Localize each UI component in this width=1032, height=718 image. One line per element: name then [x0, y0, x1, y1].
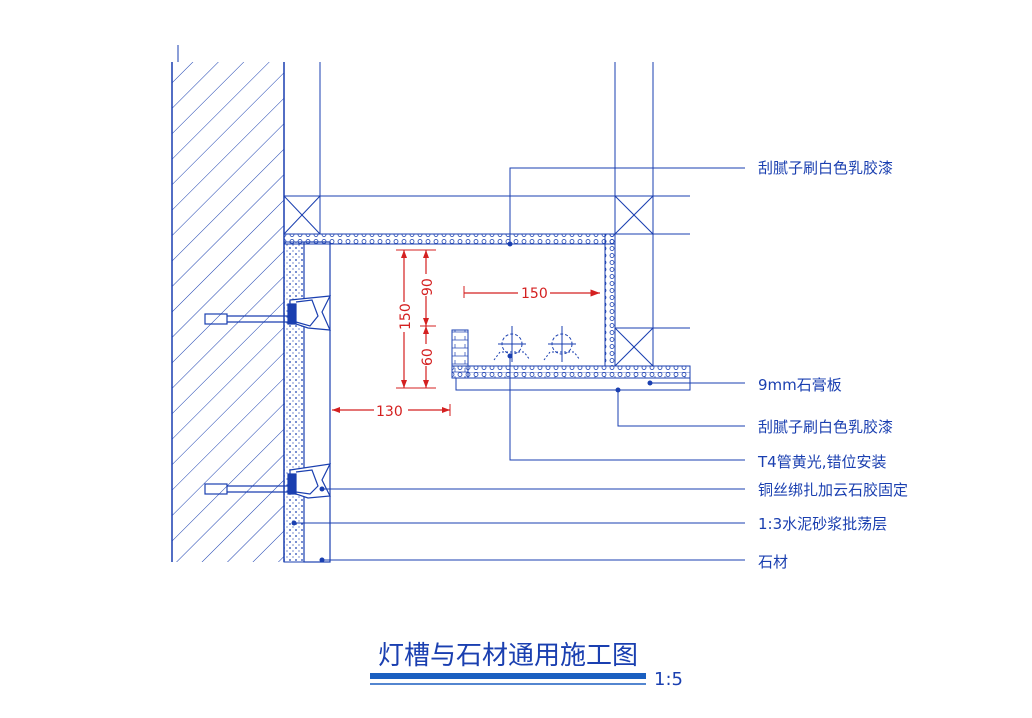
wood-batten-right [614, 195, 654, 235]
title-underline [370, 673, 646, 679]
leader-lines [294, 167, 745, 561]
dim-150-v-text: 150 [398, 303, 414, 330]
stone-cladding [303, 241, 331, 563]
label-paint-top: 刮腻子刷白色乳胶漆 [758, 159, 893, 177]
leader-dots [291, 241, 653, 563]
gypsum-board-side [604, 233, 616, 367]
label-lamp: T4管黄光,错位安装 [757, 453, 886, 471]
label-stone: 石材 [758, 553, 788, 571]
dim-130-text: 130 [376, 404, 403, 420]
dim-90-text: 90 [420, 278, 436, 296]
dimension-150-horizontal: 150 [463, 284, 600, 302]
wood-batten-left [283, 195, 321, 235]
dim-60-text: 60 [420, 348, 436, 366]
dim-150-h-text: 150 [521, 286, 548, 302]
ceiling-frame [284, 62, 690, 329]
label-mortar: 1:3水泥砂浆批荡层 [758, 515, 887, 533]
trough-lip [451, 329, 469, 379]
label-paint-bottom: 刮腻子刷白色乳胶漆 [758, 418, 893, 436]
drawing-scale: 1:5 [654, 669, 683, 690]
wood-batten-lower [614, 327, 654, 367]
gypsum-board-top [283, 233, 616, 245]
dimension-130: 130 [332, 402, 451, 420]
label-wire-fix: 铜丝绑扎加云石胶固定 [758, 481, 908, 499]
mortar-layer [283, 241, 305, 563]
t4-lamp-2 [543, 326, 581, 362]
concrete-wall [171, 45, 285, 562]
label-gypsum-board: 9mm石膏板 [758, 376, 842, 394]
gypsum-board-bottom [451, 365, 691, 391]
drawing-title: 灯槽与石材通用施工图 [378, 641, 638, 671]
anchor-bolt-upper [204, 295, 332, 331]
